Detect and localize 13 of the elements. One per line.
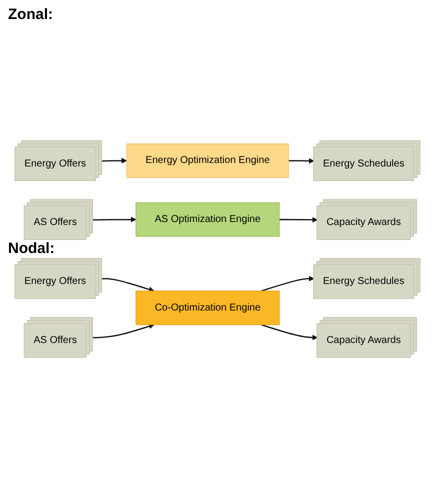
arrow xyxy=(261,324,318,340)
arrow xyxy=(92,324,154,338)
node-box: Co-Optimization Engine xyxy=(136,290,280,326)
node-box: Energy Optimization Engine xyxy=(126,143,289,178)
arrow xyxy=(102,278,154,292)
node-box: AS Optimization Engine xyxy=(136,202,280,237)
arrow xyxy=(261,276,314,292)
arrow xyxy=(102,158,127,164)
section-heading: Zonal: xyxy=(8,6,53,23)
section-heading: Nodal: xyxy=(8,240,55,257)
arrow xyxy=(92,216,136,222)
arrow xyxy=(288,158,314,164)
arrow xyxy=(279,217,318,223)
